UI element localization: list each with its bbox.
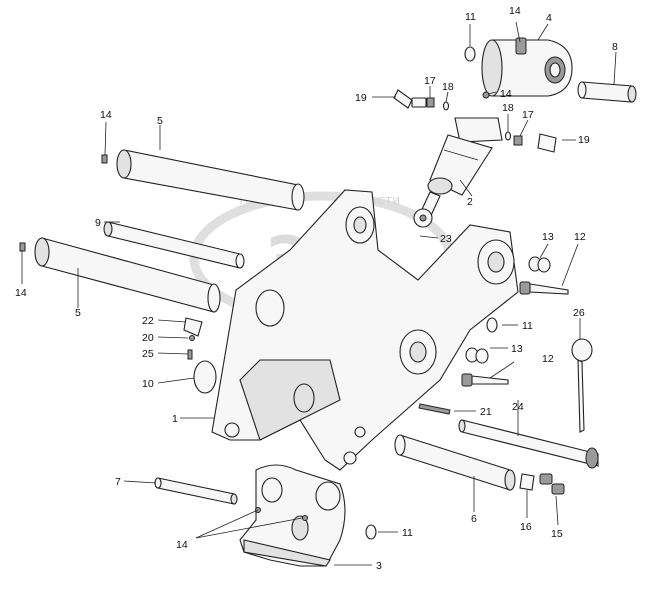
callout-label: 15 — [551, 528, 563, 540]
callout-label: 21 — [480, 406, 492, 418]
part-3-lower-hook — [239, 464, 346, 567]
grease-nipple-14 — [101, 154, 108, 164]
callout-label: 9 — [95, 217, 101, 229]
callout-label: 4 — [546, 12, 552, 24]
part-13-washers — [465, 256, 551, 364]
callout-label: 14 — [176, 539, 188, 551]
callout-label: 13 — [511, 343, 523, 355]
callout-label: 22 — [142, 315, 154, 327]
callout-label: 7 — [115, 476, 121, 488]
part-22-20-25-hardware — [183, 317, 203, 360]
callout-label: 12 — [574, 231, 586, 243]
callout-label: 26 — [573, 307, 585, 319]
callout-label: 20 — [142, 332, 154, 344]
hydraulic-fittings — [393, 89, 557, 153]
callout-label: 11 — [522, 320, 533, 332]
part-21-key — [418, 403, 451, 415]
callout-label: 5 — [157, 115, 163, 127]
callout-label: 14 — [100, 109, 112, 121]
part-12-bolts — [461, 281, 569, 387]
part-1-main-frame — [211, 189, 519, 471]
callout-labels: 11 14 4 8 17 18 14 19 18 17 19 14 5 2 9 … — [15, 5, 618, 572]
part-16-plate-15-bolts — [519, 473, 565, 495]
callout-label: 19 — [578, 134, 590, 146]
callout-label: 10 — [142, 378, 154, 390]
callout-label: 17 — [522, 109, 534, 121]
callout-label: 14 — [15, 287, 27, 299]
callout-label: 11 — [402, 527, 413, 539]
leader-lines — [21, 21, 617, 566]
callout-label: 25 — [142, 348, 154, 360]
part-11-seal-ring — [486, 317, 498, 333]
grease-nipple-14 — [19, 242, 26, 252]
callout-label: 14 — [509, 5, 521, 17]
callout-label: 14 — [500, 88, 512, 100]
callout-label: 18 — [502, 102, 514, 114]
part-5-pin-upper — [116, 149, 305, 211]
part-2-hydraulic-cylinder — [413, 117, 503, 228]
part-24-pin — [458, 419, 599, 469]
part-11-seal-ring — [464, 46, 476, 62]
callout-label: 12 — [542, 353, 554, 365]
part-4-lock-housing — [481, 37, 573, 97]
callout-label: 16 — [520, 521, 532, 533]
callout-label: 23 — [440, 233, 452, 245]
part-10-retaining-ring — [193, 360, 217, 394]
callout-label: 5 — [75, 307, 81, 319]
callout-label: 6 — [471, 513, 477, 525]
callout-label: 8 — [612, 41, 618, 53]
callout-label: 3 — [376, 560, 382, 572]
callout-label: 18 — [442, 81, 454, 93]
callout-label: 11 — [465, 11, 476, 23]
callout-label: 24 — [512, 401, 524, 413]
callout-label: 19 — [355, 92, 367, 104]
part-26-lynch-pin — [571, 338, 593, 433]
part-11-seal-ring — [365, 524, 377, 540]
part-5-pin-lower — [34, 237, 221, 313]
part-8-pin — [577, 81, 637, 103]
callout-label: 1 — [172, 413, 178, 425]
callout-label: 17 — [424, 75, 436, 87]
part-7-pin — [154, 477, 238, 505]
part-6-pin — [394, 434, 516, 491]
callout-label: 13 — [542, 231, 554, 243]
part-9-pin — [103, 221, 245, 269]
callout-label: 2 — [467, 196, 473, 208]
